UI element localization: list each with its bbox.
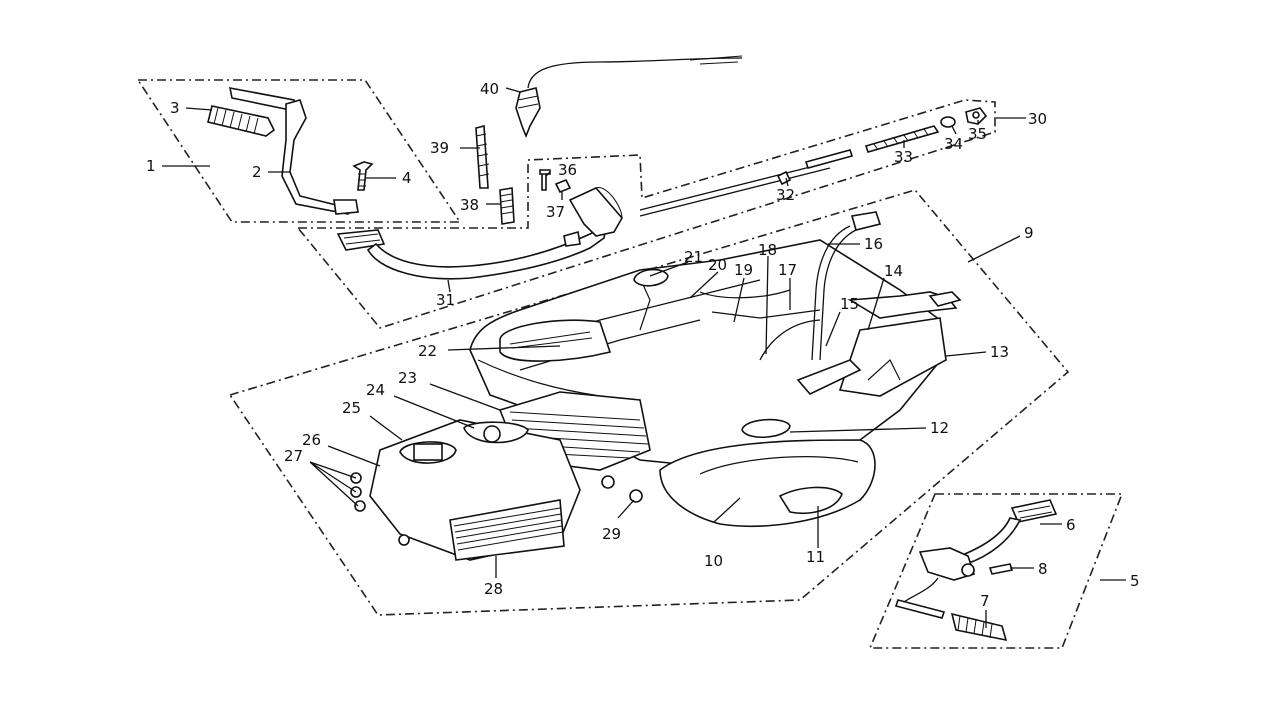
group-9-boundary — [228, 189, 1070, 616]
callout-20: 20 — [708, 256, 727, 274]
callout-37: 37 — [546, 203, 565, 221]
callout-36: 36 — [558, 161, 577, 179]
callout-34: 34 — [944, 135, 963, 153]
callout-21: 21 — [684, 248, 703, 266]
callout-16: 16 — [864, 235, 883, 253]
callout-17: 17 — [778, 261, 797, 279]
leader-lines — [162, 87, 1126, 628]
callout-18: 18 — [758, 241, 777, 259]
callout-35: 35 — [968, 125, 987, 143]
callout-12: 12 — [930, 419, 949, 437]
group-30-31-boundary — [297, 99, 996, 329]
engine-block — [350, 211, 962, 561]
callout-1: 1 — [146, 157, 156, 175]
callout-6: 6 — [1066, 516, 1076, 534]
springs-and-sensor — [475, 55, 743, 225]
gear-pedal-group — [894, 499, 1058, 642]
callout-27: 27 — [284, 447, 303, 465]
gear-shift-pedal-assembly — [336, 107, 988, 280]
callout-40: 40 — [480, 80, 499, 98]
callout-14: 14 — [884, 262, 903, 280]
callout-7: 7 — [980, 592, 990, 610]
callout-15: 15 — [840, 295, 859, 313]
callout-38: 38 — [460, 196, 479, 214]
callout-33: 33 — [894, 148, 913, 166]
callout-31: 31 — [436, 291, 455, 309]
callout-11: 11 — [806, 548, 825, 566]
callout-8: 8 — [1038, 560, 1048, 578]
callout-22: 22 — [418, 342, 437, 360]
callout-29: 29 — [602, 525, 621, 543]
callout-28: 28 — [484, 580, 503, 598]
kick-starter-assembly — [207, 86, 374, 215]
callout-23: 23 — [398, 369, 417, 387]
callout-39: 39 — [430, 139, 449, 157]
callout-5: 5 — [1130, 572, 1140, 590]
callout-labels: 1 2 3 4 5 6 7 8 9 10 11 12 13 14 15 16 1… — [146, 80, 1140, 610]
callout-3: 3 — [170, 99, 180, 117]
callout-9: 9 — [1024, 224, 1034, 242]
callout-25: 25 — [342, 399, 361, 417]
callout-30: 30 — [1028, 110, 1047, 128]
callout-2: 2 — [252, 163, 262, 181]
callout-10: 10 — [704, 552, 723, 570]
callout-19: 19 — [734, 261, 753, 279]
callout-13: 13 — [990, 343, 1009, 361]
callout-32: 32 — [776, 186, 795, 204]
callout-26: 26 — [302, 431, 321, 449]
callout-24: 24 — [366, 381, 385, 399]
callout-4: 4 — [402, 169, 412, 187]
